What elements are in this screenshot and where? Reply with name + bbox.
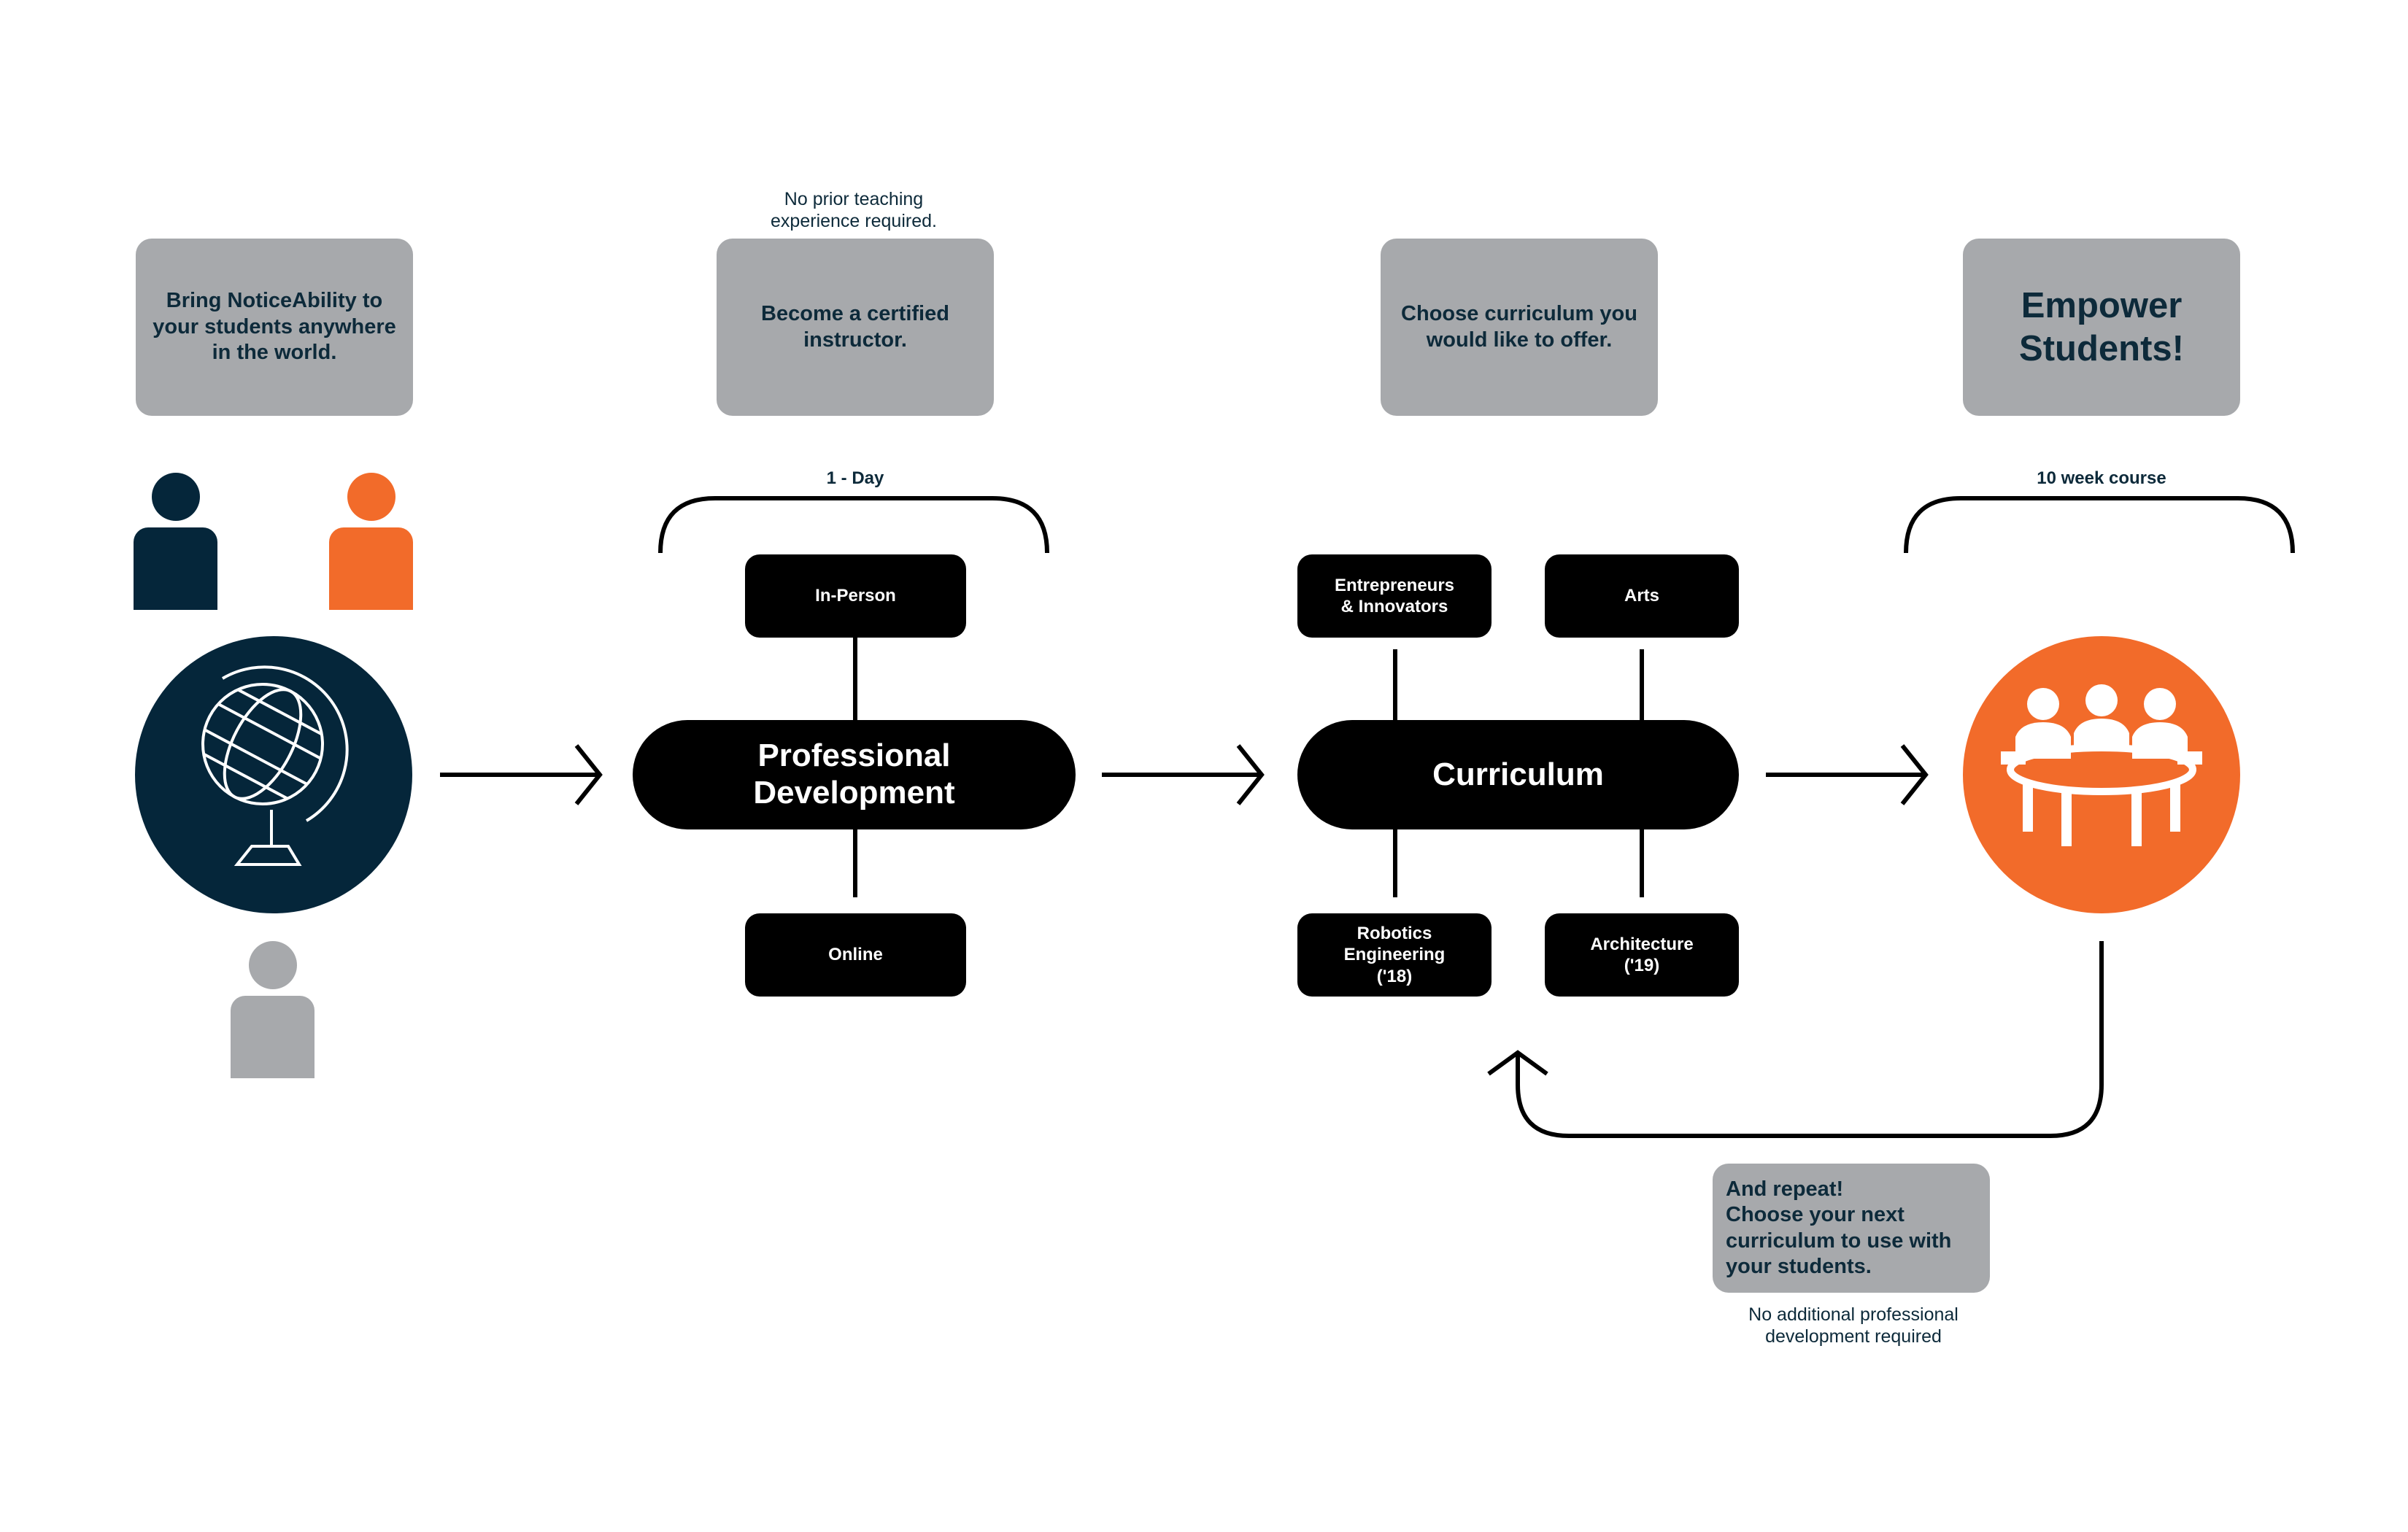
certify-note: No prior teaching experience required. [771,189,937,231]
globe-circle [135,636,412,913]
pd-option-in-person: In-Person [745,554,966,638]
professional-development-node: Professional Development [633,720,1076,829]
repeat-arrow [1487,941,2104,1138]
step-empower-box: Empower Students! [1963,239,2240,416]
option-connectors [853,638,1644,897]
repeat-box: And repeat! Choose your next curriculum … [1713,1164,1990,1293]
curriculum-option-entrepreneurs: Entrepreneurs & Innovators [1297,554,1492,638]
curriculum-option-robotics: Robotics Engineering ('18) [1297,913,1492,997]
duration-brackets [658,496,2295,554]
person-orange-icon [329,473,413,610]
classroom-circle [1963,636,2240,913]
step-certify-box: Become a certified instructor. [717,239,994,416]
person-gray-icon [231,941,314,1078]
step-choose-box: Choose curriculum you would like to offe… [1381,239,1658,416]
classroom-table-icon [2001,684,2202,846]
repeat-note: No additional professional development r… [1748,1304,1959,1347]
globe-icon [201,665,349,866]
curriculum-option-arts: Arts [1545,554,1739,638]
curriculum-option-architecture: Architecture ('19) [1545,913,1739,997]
curriculum-node: Curriculum [1297,720,1739,829]
pd-duration-label: 1 - Day [826,468,884,488]
pd-option-online: Online [745,913,966,997]
flow-arrows [440,744,1929,805]
person-navy-icon [134,473,217,610]
course-duration-label: 10 week course [2037,468,2166,488]
step-bring-box: Bring NoticeAbility to your students any… [136,239,413,416]
